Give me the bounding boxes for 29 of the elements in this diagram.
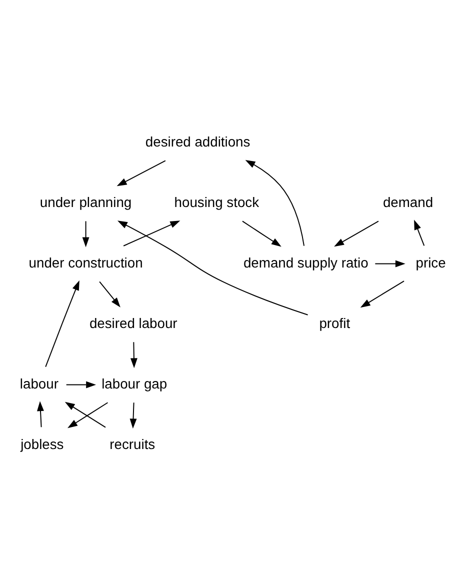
arrow bbox=[242, 220, 282, 247]
node-text: labour bbox=[20, 375, 58, 392]
node-text: under construction bbox=[28, 254, 143, 270]
node-text: profit bbox=[319, 314, 350, 331]
node-text: housing stock bbox=[174, 194, 260, 210]
arrow bbox=[130, 402, 137, 429]
node-text: desired additions bbox=[145, 133, 250, 150]
arrow bbox=[37, 401, 44, 428]
arrow bbox=[334, 220, 379, 247]
node-text: demand supply ratio bbox=[243, 254, 368, 270]
node-text: demand bbox=[382, 194, 434, 210]
arrow bbox=[123, 220, 180, 246]
node-text: price bbox=[416, 254, 446, 270]
arrow bbox=[245, 160, 305, 246]
arrow bbox=[99, 281, 120, 308]
arrow bbox=[66, 381, 96, 388]
node-text: recruits bbox=[110, 436, 156, 452]
arrow bbox=[360, 280, 404, 308]
arrow bbox=[82, 220, 90, 248]
node-text: desired labour bbox=[89, 314, 178, 331]
arrow bbox=[374, 260, 406, 268]
node-text: labour gap bbox=[102, 375, 168, 392]
arrow bbox=[130, 342, 138, 368]
arrow bbox=[414, 220, 425, 246]
arrow bbox=[117, 220, 308, 316]
arrow bbox=[116, 160, 166, 186]
node-text: under planning bbox=[40, 194, 132, 210]
arrow bbox=[45, 280, 80, 368]
node-text: jobless bbox=[20, 436, 64, 452]
